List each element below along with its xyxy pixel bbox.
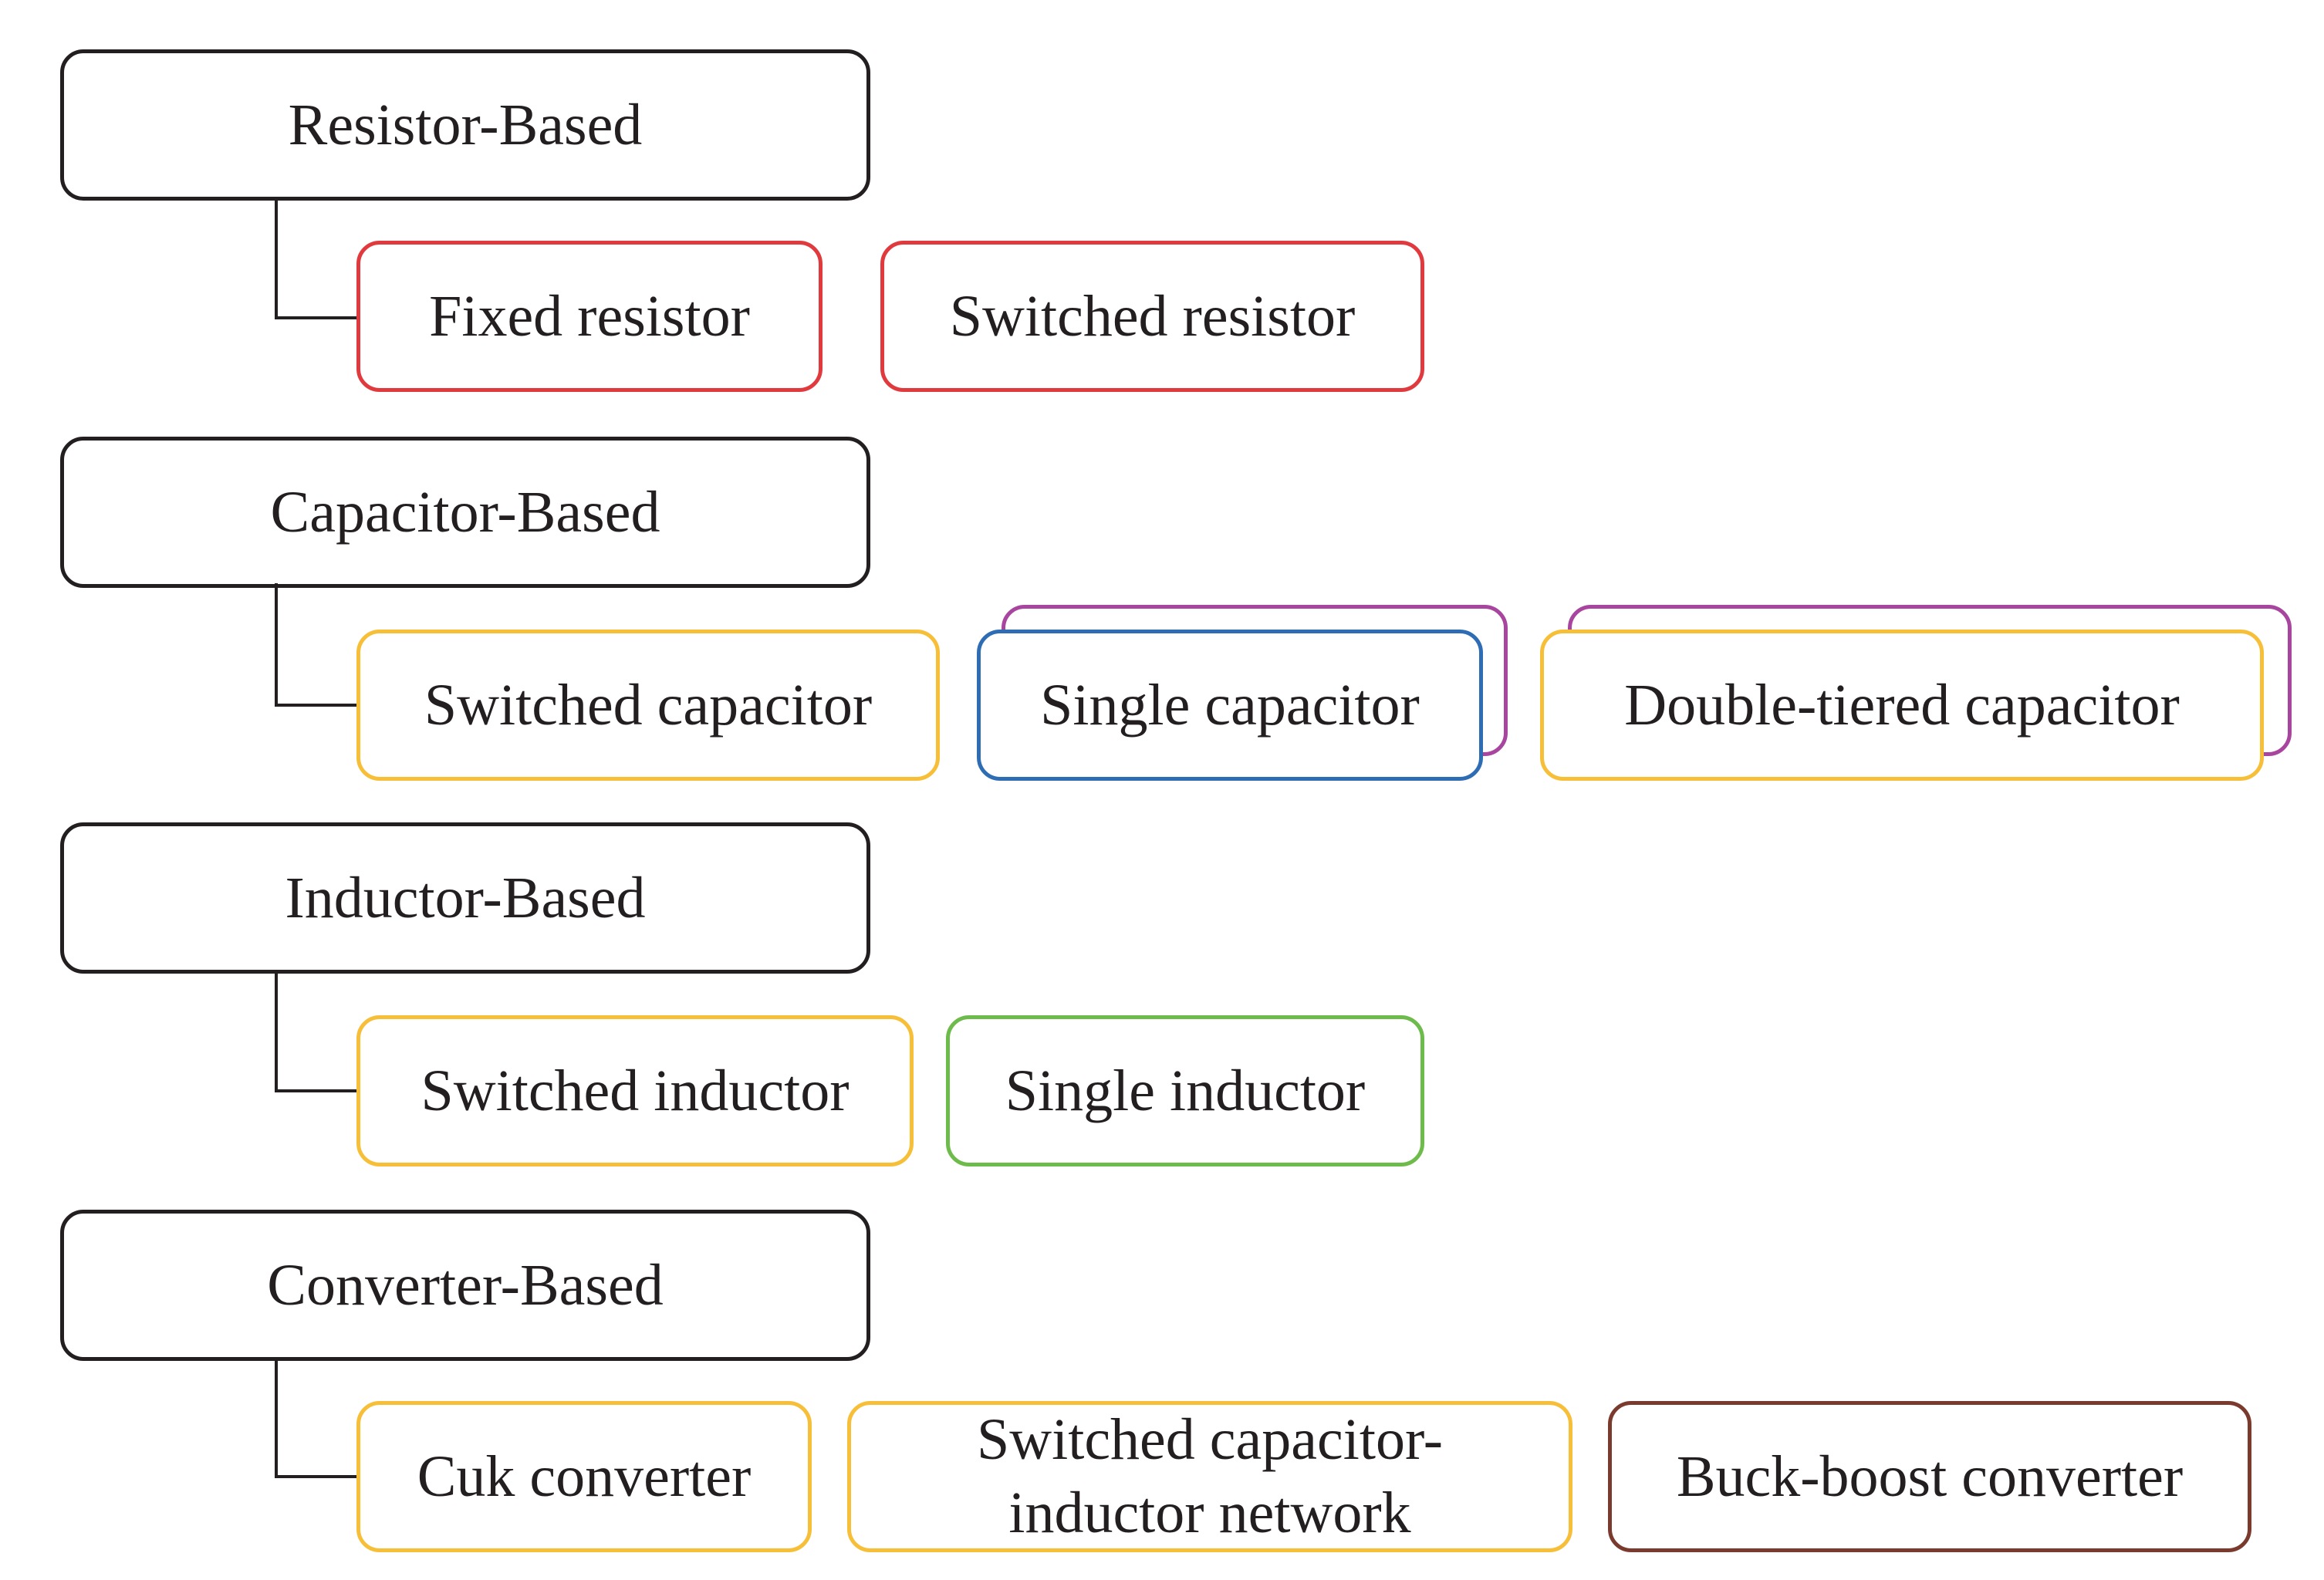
item-switched-capacitor: Switched capacitor <box>356 630 940 781</box>
connector-capacitor-based <box>275 583 361 707</box>
category-inductor-based: Inductor-Based <box>60 822 870 974</box>
item-single-capacitor: Single capacitor <box>977 630 1483 781</box>
item-buck-boost-converter: Buck-boost converter <box>1608 1401 2251 1552</box>
item-double-tiered-capacitor: Double-tiered capacitor <box>1540 630 2264 781</box>
item-fixed-resistor: Fixed resistor <box>356 241 823 392</box>
category-converter-based: Converter-Based <box>60 1210 870 1361</box>
connector-converter-based <box>275 1361 361 1478</box>
item-single-inductor: Single inductor <box>946 1015 1424 1166</box>
item-switched-resistor: Switched resistor <box>880 241 1424 392</box>
item-switched-capacitor-inductor-network: Switched capacitor- inductor network <box>847 1401 1572 1552</box>
item-switched-inductor: Switched inductor <box>356 1015 914 1166</box>
item-cuk-converter: Cuk converter <box>356 1401 812 1552</box>
category-resistor-based: Resistor-Based <box>60 49 870 201</box>
connector-resistor-based <box>275 201 361 319</box>
connector-inductor-based <box>275 974 361 1092</box>
category-capacitor-based: Capacitor-Based <box>60 437 870 588</box>
